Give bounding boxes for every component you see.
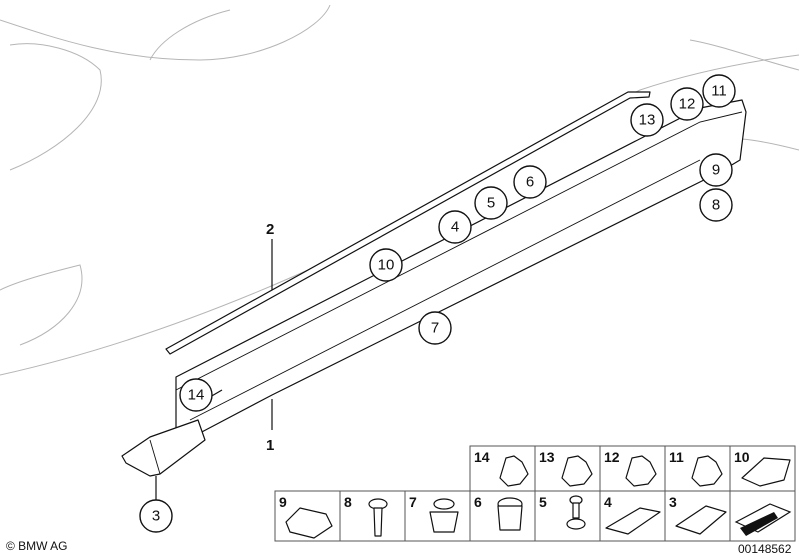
grid-cell-4-label: 4 <box>604 494 612 510</box>
callout-10-label: 10 <box>378 257 395 274</box>
callout-6[interactable]: 6 <box>513 165 547 199</box>
parts-grid: 14 13 12 11 10 9 <box>274 445 796 542</box>
callout-13-label: 13 <box>639 112 656 129</box>
callout-9[interactable]: 9 <box>699 153 733 187</box>
clip-10-icon <box>741 457 791 487</box>
grid-cell-3-label: 3 <box>669 494 677 510</box>
callout-10[interactable]: 10 <box>369 248 403 282</box>
callout-14-label: 14 <box>188 387 205 404</box>
callout-11-label: 11 <box>711 83 727 100</box>
grid-cell-12-label: 12 <box>604 449 620 465</box>
grid-cell-11-label: 11 <box>669 449 684 465</box>
grid-cell-13-label: 13 <box>539 449 555 465</box>
grid-cell-8-label: 8 <box>344 494 352 510</box>
callout-7-label: 7 <box>431 320 439 337</box>
rivet-5-icon <box>566 495 586 530</box>
grid-cell-14-label: 14 <box>474 449 490 465</box>
grid-cell-9-label: 9 <box>279 494 287 510</box>
grid-cell-5-label: 5 <box>539 494 547 510</box>
grid-cell-6[interactable]: 6 <box>469 490 536 542</box>
callout-4[interactable]: 4 <box>438 210 472 244</box>
callout-11[interactable]: 11 <box>702 74 736 108</box>
grid-cell-4[interactable]: 4 <box>599 490 666 542</box>
grid-cell-10-label: 10 <box>734 449 750 465</box>
callout-6-label: 6 <box>526 174 534 191</box>
grid-cell-3[interactable]: 3 <box>664 490 731 542</box>
grommet-7-icon <box>429 498 459 533</box>
grid-cell-11[interactable]: 11 <box>664 445 731 492</box>
plug-6-icon <box>497 497 523 531</box>
grid-cell-arrow[interactable] <box>729 490 796 542</box>
grid-cell-14[interactable]: 14 <box>469 445 536 492</box>
callout-8-label: 8 <box>712 197 720 214</box>
callout-3[interactable]: 3 <box>139 499 173 533</box>
grid-cell-8[interactable]: 8 <box>339 490 406 542</box>
callout-8[interactable]: 8 <box>699 188 733 222</box>
part-2-strip <box>165 91 651 355</box>
clip-4-icon <box>605 507 661 535</box>
callout-9-label: 9 <box>712 162 720 179</box>
part-1-label: 1 <box>266 437 274 454</box>
grid-cell-6-label: 6 <box>474 494 482 510</box>
callout-4-label: 4 <box>451 219 459 236</box>
clip-3-icon <box>675 505 727 535</box>
clip-11-icon <box>691 455 723 487</box>
clip-14-icon <box>499 455 529 487</box>
grid-cell-12[interactable]: 12 <box>599 445 666 492</box>
copyright-text: © BMW AG <box>6 539 68 553</box>
clip-13-icon <box>561 455 593 487</box>
callout-13[interactable]: 13 <box>630 103 664 137</box>
screw-8-icon <box>368 498 388 537</box>
clip-12-icon <box>625 455 657 487</box>
part-1-side-sill <box>121 99 747 477</box>
grid-cell-5[interactable]: 5 <box>534 490 601 542</box>
callout-5[interactable]: 5 <box>474 186 508 220</box>
callout-14[interactable]: 14 <box>179 378 213 412</box>
nut-9-icon <box>285 507 333 539</box>
grid-cell-7-label: 7 <box>409 494 417 510</box>
callout-12[interactable]: 12 <box>670 87 704 121</box>
grid-cell-13[interactable]: 13 <box>534 445 601 492</box>
grid-cell-9[interactable]: 9 <box>274 490 341 542</box>
part-2-label: 2 <box>266 221 274 238</box>
callout-3-label: 3 <box>152 508 160 525</box>
grid-cell-10[interactable]: 10 <box>729 445 796 492</box>
arrow-pointer-icon <box>740 512 778 536</box>
image-number: 00148562 <box>738 542 792 556</box>
callout-7[interactable]: 7 <box>418 311 452 345</box>
callout-5-label: 5 <box>487 195 495 212</box>
callout-12-label: 12 <box>679 96 696 113</box>
grid-cell-7[interactable]: 7 <box>404 490 471 542</box>
